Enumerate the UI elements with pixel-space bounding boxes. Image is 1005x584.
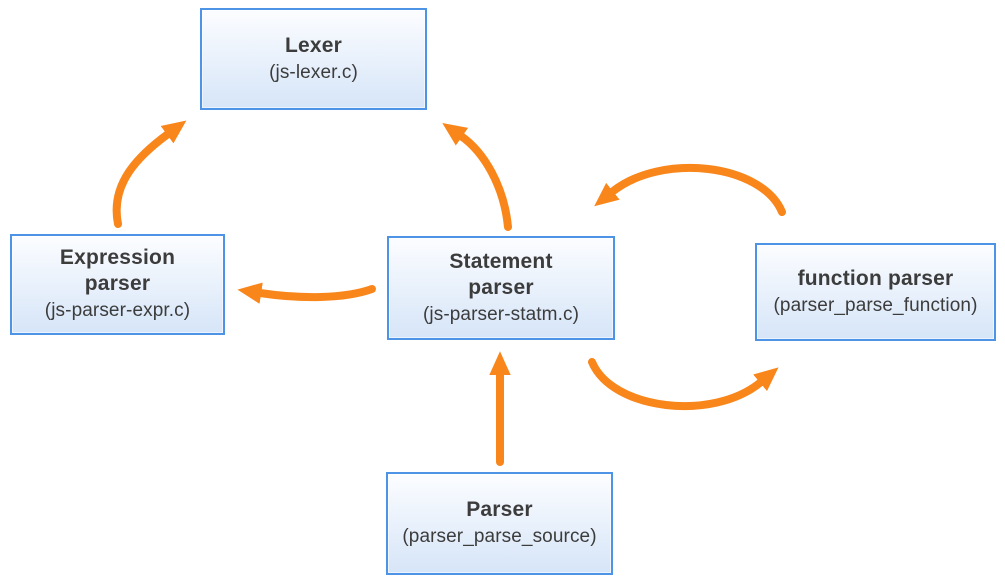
parser-title: Parser: [466, 498, 533, 521]
node-expression-parser: Expression parser (js-parser-expr.c): [10, 234, 225, 335]
node-parser: Parser (parser_parse_source): [386, 472, 613, 575]
edge-statement-parser-to-function-parser: [588, 358, 779, 411]
parser-subtitle: (parser_parse_source): [402, 526, 597, 547]
expression-parser-title: Expression parser: [59, 246, 176, 295]
node-function-parser: function parser (parser_parse_function): [755, 243, 996, 341]
expression-parser-subtitle: (js-parser-expr.c): [44, 300, 191, 321]
statement-parser-subtitle: (js-parser-statm.c): [422, 303, 579, 325]
edge-expression-parser-to-lexer: [112, 120, 187, 228]
edge-statement-parser-to-expression-parser: [237, 282, 376, 304]
lexer-title: Lexer: [284, 33, 343, 57]
edge-statement-parser-to-lexer: [442, 122, 512, 231]
lexer-subtitle: (js-lexer.c): [269, 61, 358, 83]
function-parser-subtitle: (parser_parse_function): [773, 294, 978, 316]
node-lexer: Lexer (js-lexer.c): [200, 8, 427, 110]
edge-function-parser-to-statement-parser: [594, 163, 786, 216]
function-parser-title: function parser: [797, 266, 954, 290]
statement-parser-title: Statement parser: [449, 249, 553, 299]
node-statement-parser: Statement parser (js-parser-statm.c): [387, 236, 615, 340]
